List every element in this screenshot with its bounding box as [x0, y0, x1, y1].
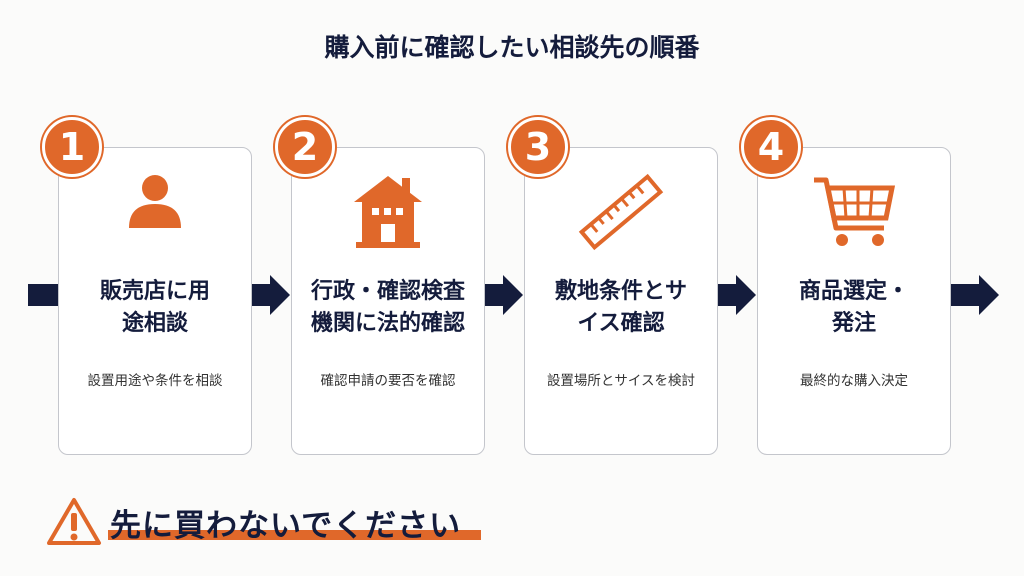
step-card-4: 商品選定・ 発注 最終的な購入決定 [757, 147, 951, 455]
step-number-badge: 3 [508, 117, 568, 177]
warning-text: 先に買わないでください [110, 508, 462, 544]
step-title: 敷地条件とサ イス確認 [554, 279, 687, 336]
flow-start-bar [28, 284, 58, 306]
step-subtitle: 設置場所とサイスを検討 [546, 373, 696, 389]
house-icon [292, 174, 484, 248]
ruler-icon [525, 172, 717, 251]
step-title: 行政・確認検査 機関に法的確認 [310, 279, 465, 336]
step-number-badge: 1 [42, 117, 102, 177]
arrow-right-icon [951, 275, 999, 315]
step-subtitle: 設置用途や条件を相談 [87, 373, 223, 389]
step-card-2: 行政・確認検査 機関に法的確認 確認申請の要否を確認 [291, 147, 485, 455]
person-icon [59, 170, 251, 230]
step-subtitle: 確認申請の要否を確認 [320, 373, 456, 389]
step-title: 販売店に用 途相談 [99, 279, 210, 336]
step-title: 商品選定・ 発注 [798, 279, 909, 336]
warning-icon [47, 498, 101, 545]
step-card-1: 販売店に用 途相談 設置用途や条件を相談 [58, 147, 252, 455]
cart-icon [758, 174, 950, 246]
arrow-right-icon [485, 275, 523, 315]
step-card-3: 敷地条件とサ イス確認 設置場所とサイスを検討 [524, 147, 718, 455]
step-subtitle: 最終的な購入決定 [800, 373, 908, 389]
arrow-right-icon [718, 275, 756, 315]
step-number-badge: 2 [275, 117, 335, 177]
step-number-badge: 4 [741, 117, 801, 177]
page-title: 購入前に確認したい相談先の順番 [324, 33, 700, 62]
arrow-right-icon [252, 275, 290, 315]
